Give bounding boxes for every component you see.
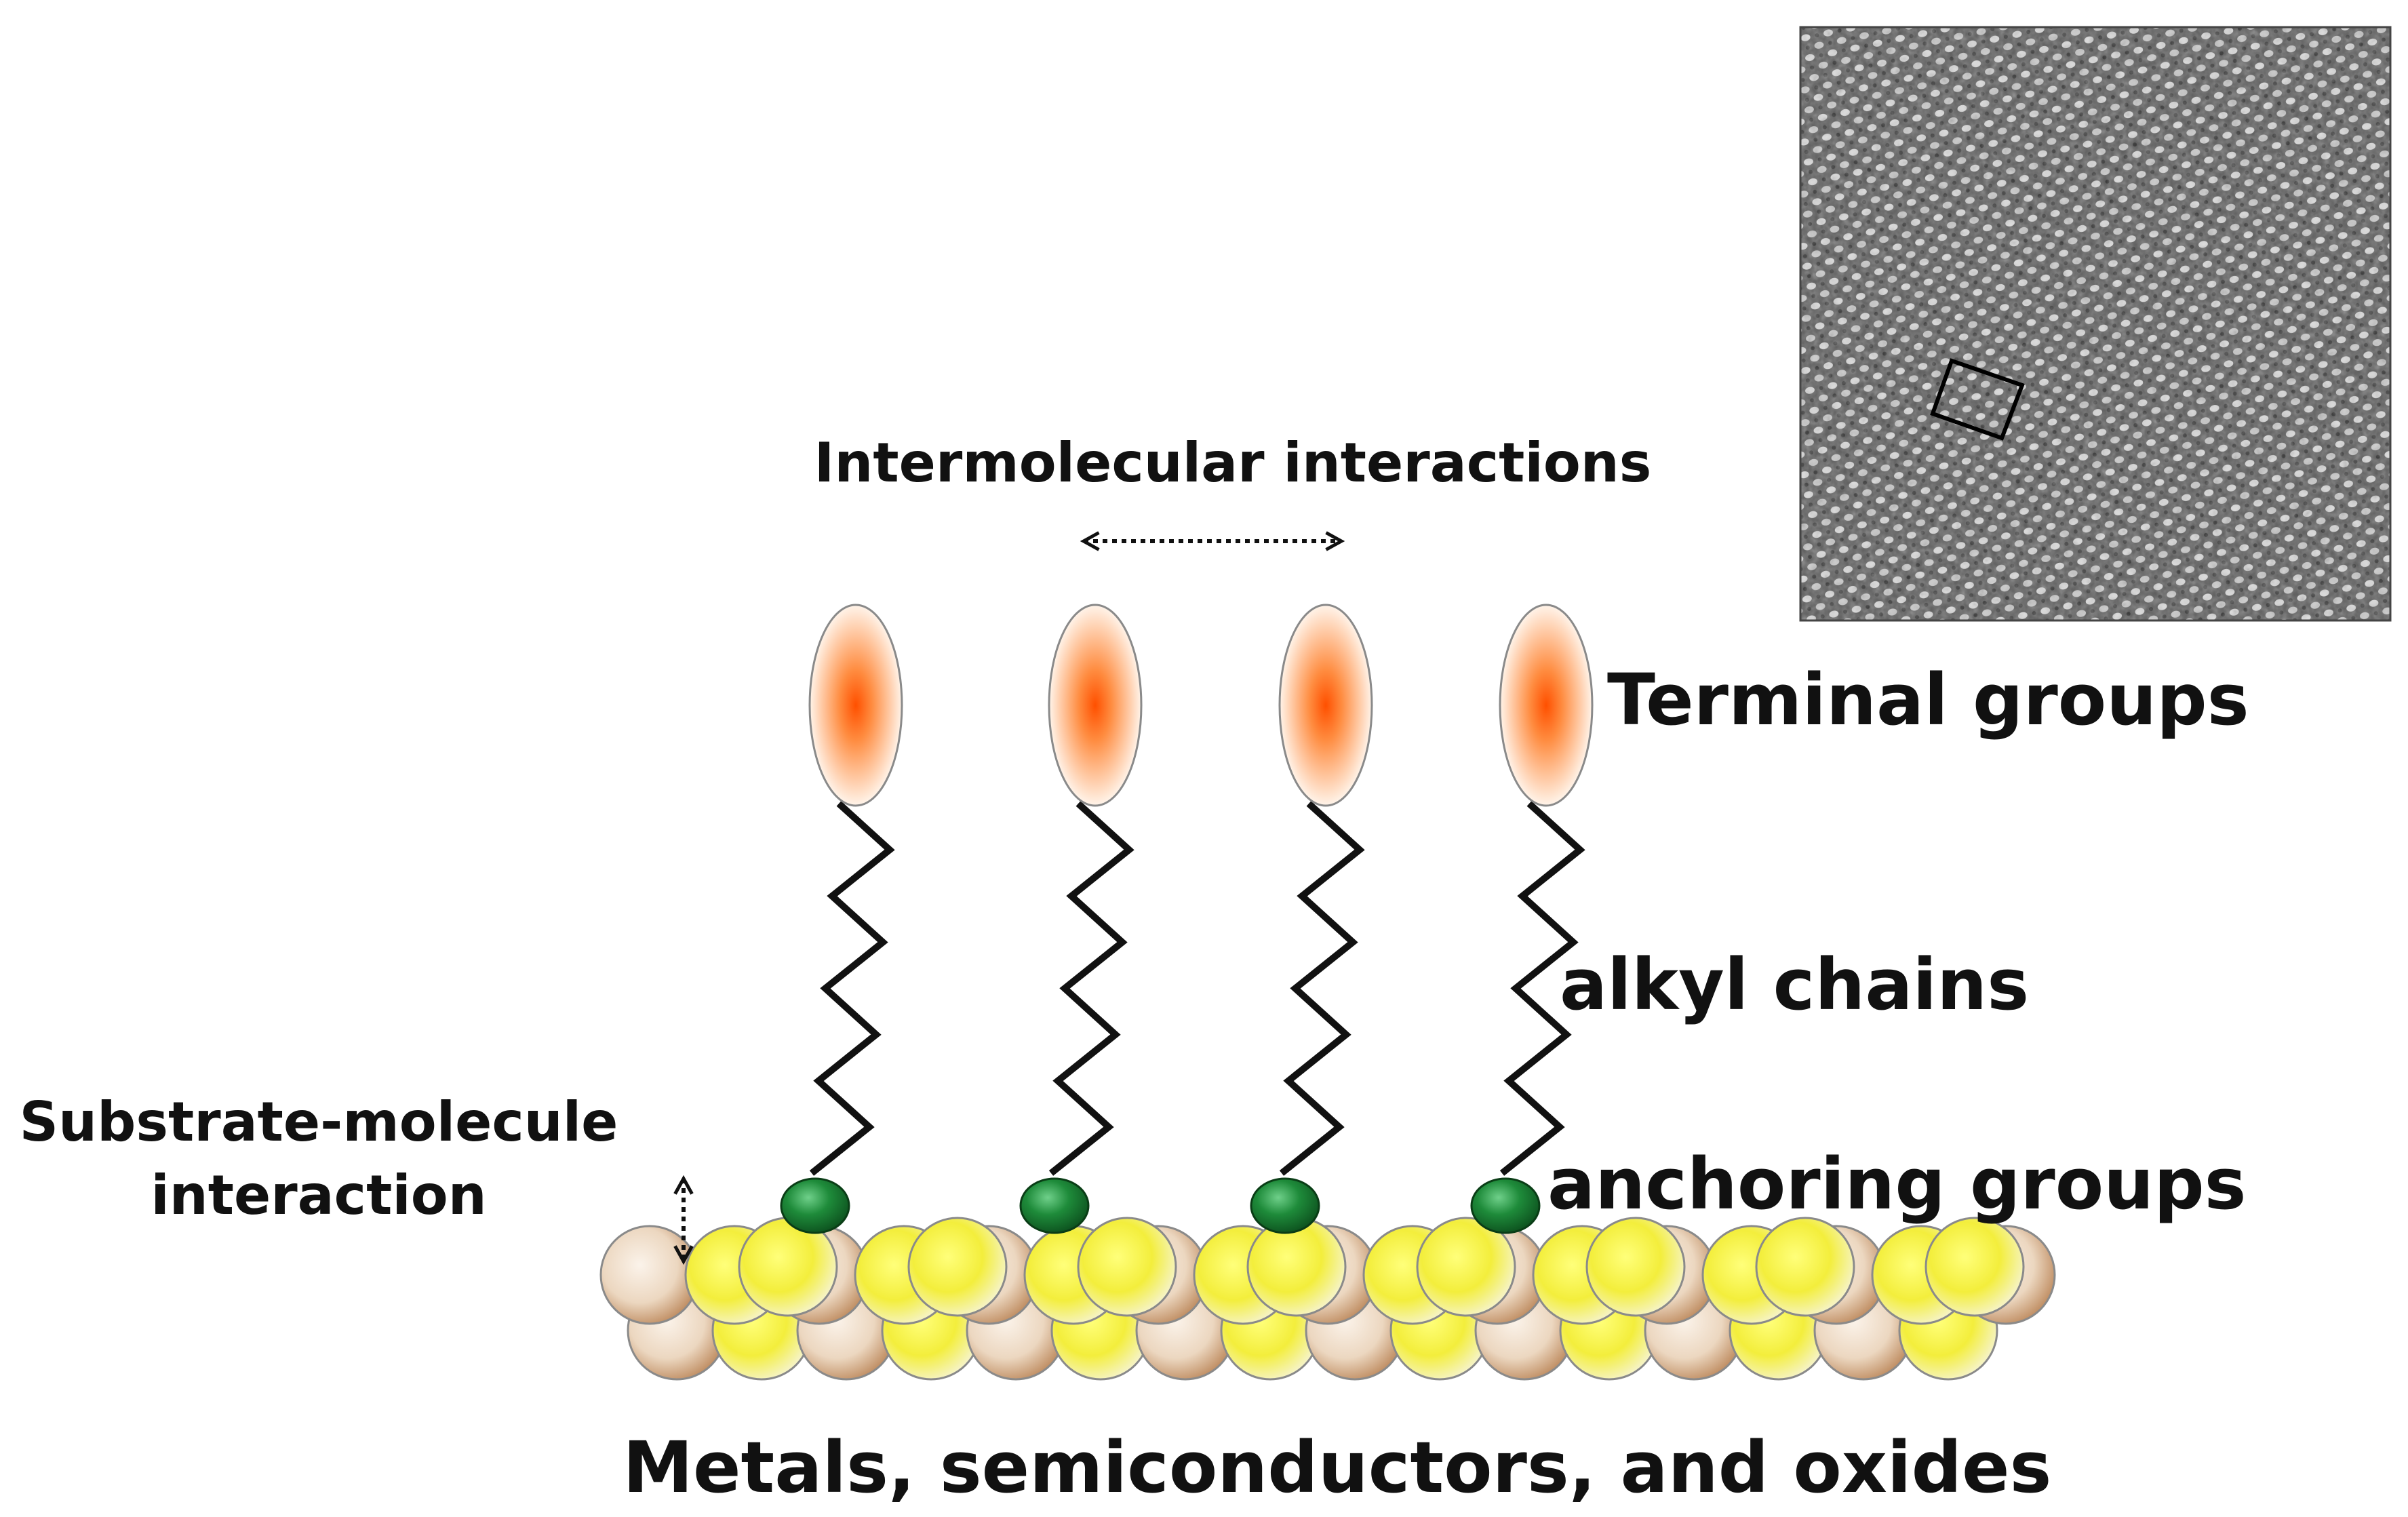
alkyl-chain xyxy=(1048,801,1134,1176)
gold-atom xyxy=(907,1217,1008,1317)
substrate-atoms xyxy=(599,1217,2056,1381)
alkyl-chains-label: alkyl chains xyxy=(1560,943,2029,1026)
molecules xyxy=(780,604,1594,1234)
unit-cell-rectangle-icon xyxy=(1930,358,2025,441)
stm-image-inset xyxy=(1799,26,2392,622)
gold-atom xyxy=(1077,1217,1177,1317)
terminal-group xyxy=(1499,604,1594,807)
anchoring-group xyxy=(780,1177,850,1234)
gold-atom xyxy=(1416,1217,1516,1317)
anchoring-group xyxy=(1019,1177,1090,1234)
anchoring-groups-label: anchoring groups xyxy=(1547,1143,2247,1225)
substrate-molecule-label: Substrate-molecule xyxy=(20,1090,618,1154)
gold-atom xyxy=(1246,1217,1347,1317)
substrate-types-label: Metals, semiconductors, and oxides xyxy=(623,1426,2052,1509)
alkyl-chain xyxy=(1499,801,1585,1176)
anchoring-group xyxy=(1470,1177,1541,1234)
interaction-label: interaction xyxy=(151,1164,486,1227)
terminal-groups-label: Terminal groups xyxy=(1607,658,2249,741)
gold-atom xyxy=(1755,1217,1855,1317)
molecule xyxy=(1250,604,1373,1234)
gold-atom xyxy=(1925,1217,2025,1317)
terminal-group xyxy=(1278,604,1373,807)
molecule xyxy=(780,604,903,1234)
gold-atom xyxy=(1585,1217,1686,1317)
terminal-group xyxy=(808,604,903,807)
intermolecular-label: Intermolecular interactions xyxy=(814,431,1652,494)
terminal-group xyxy=(1048,604,1143,807)
brown-atom xyxy=(599,1225,700,1325)
anchoring-group xyxy=(1250,1177,1320,1234)
alkyl-chain xyxy=(1279,801,1365,1176)
molecule xyxy=(1019,604,1143,1234)
alkyl-chain xyxy=(809,801,895,1176)
molecule xyxy=(1470,604,1594,1234)
